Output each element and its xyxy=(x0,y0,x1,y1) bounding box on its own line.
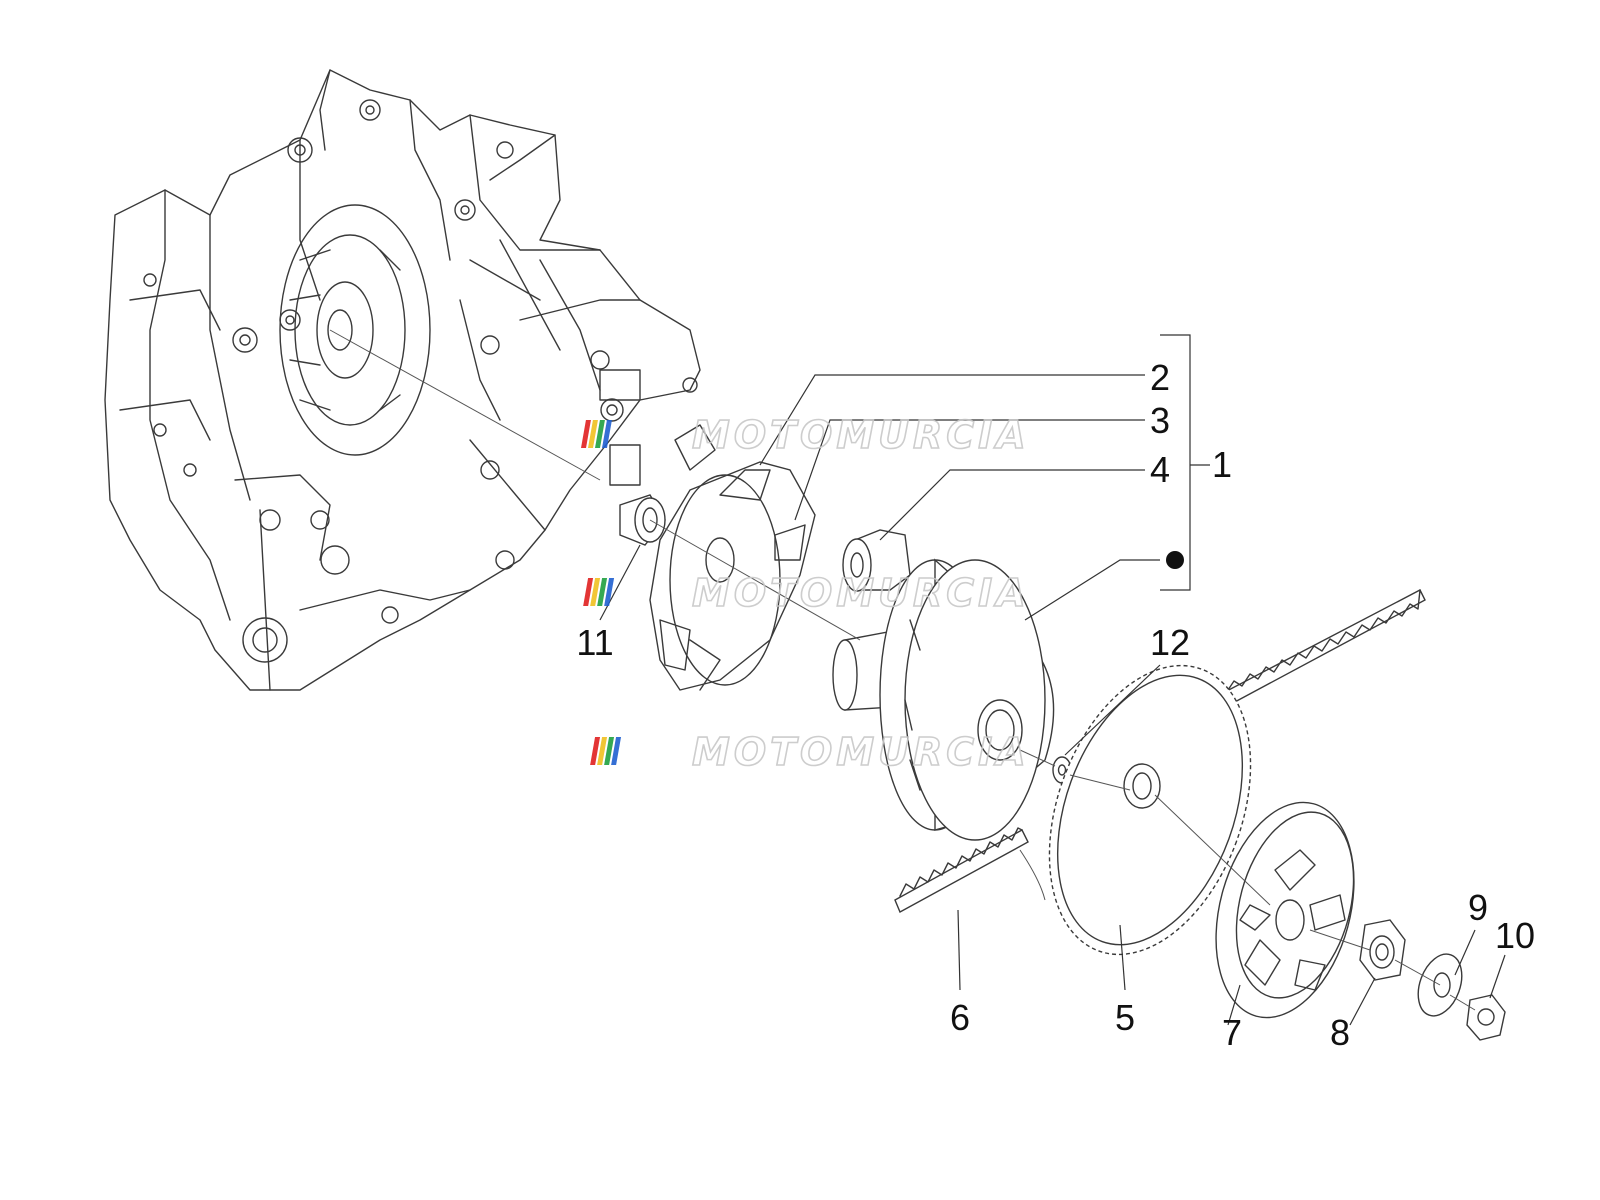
watermark-2: MOTOMURCIA xyxy=(583,570,1030,616)
watermark-text: MOTOMURCIA xyxy=(692,571,1030,615)
part-8-hub-nut xyxy=(1359,919,1406,981)
watermark-stripe-blue xyxy=(604,578,615,606)
watermark-stripe-yellow xyxy=(588,420,598,448)
part-10-nut xyxy=(1466,994,1506,1041)
watermark-stripe-yellow xyxy=(590,578,601,606)
callout-11: 11 xyxy=(576,622,613,663)
part-7-fan-pulley xyxy=(1215,801,1355,1019)
callout-10: 10 xyxy=(1495,915,1535,956)
callout-3: 3 xyxy=(1150,400,1170,441)
watermark-stripe-green xyxy=(597,578,608,606)
callout-labels: 2 3 4 1 11 12 6 5 7 8 9 10 xyxy=(576,357,1535,1053)
watermark-stripe-blue xyxy=(602,420,612,448)
callout-9: 9 xyxy=(1468,887,1488,928)
assembly-axis-lines xyxy=(329,329,1476,1011)
watermark-stripe-green xyxy=(595,420,605,448)
watermark-stripe-blue xyxy=(611,737,622,765)
watermark-1: MOTOMURCIA xyxy=(581,412,1030,458)
part-4-sleeve xyxy=(842,529,911,592)
callout-4: 4 xyxy=(1150,449,1170,490)
part-2-3-ramp-plate xyxy=(649,461,816,691)
watermark-text: MOTOMURCIA xyxy=(692,413,1030,457)
callout-12: 12 xyxy=(1150,622,1190,663)
callout-8: 8 xyxy=(1330,1012,1350,1053)
assembly-bullet-marker xyxy=(1166,551,1184,569)
watermark-text: MOTOMURCIA xyxy=(692,730,1030,774)
callout-2: 2 xyxy=(1150,357,1170,398)
part-1-pulley-assembly xyxy=(832,558,1055,841)
watermark-stripe-green xyxy=(604,737,615,765)
crankcase-housing xyxy=(104,69,716,691)
watermark-stripe-red xyxy=(590,737,601,765)
callout-7: 7 xyxy=(1222,1012,1242,1053)
watermark-3: MOTOMURCIA xyxy=(590,729,1030,775)
leader-lines xyxy=(599,334,1506,1026)
watermark-stripe-yellow xyxy=(597,737,608,765)
watermark-stripe-red xyxy=(583,578,594,606)
callout-1: 1 xyxy=(1212,444,1232,485)
callout-6: 6 xyxy=(950,997,970,1038)
part-11-bushing xyxy=(619,494,666,546)
part-6-drive-belt xyxy=(894,589,1426,913)
callout-5: 5 xyxy=(1115,997,1135,1038)
watermark-stripe-red xyxy=(581,420,591,448)
part-5-starter-gear xyxy=(1048,664,1252,956)
